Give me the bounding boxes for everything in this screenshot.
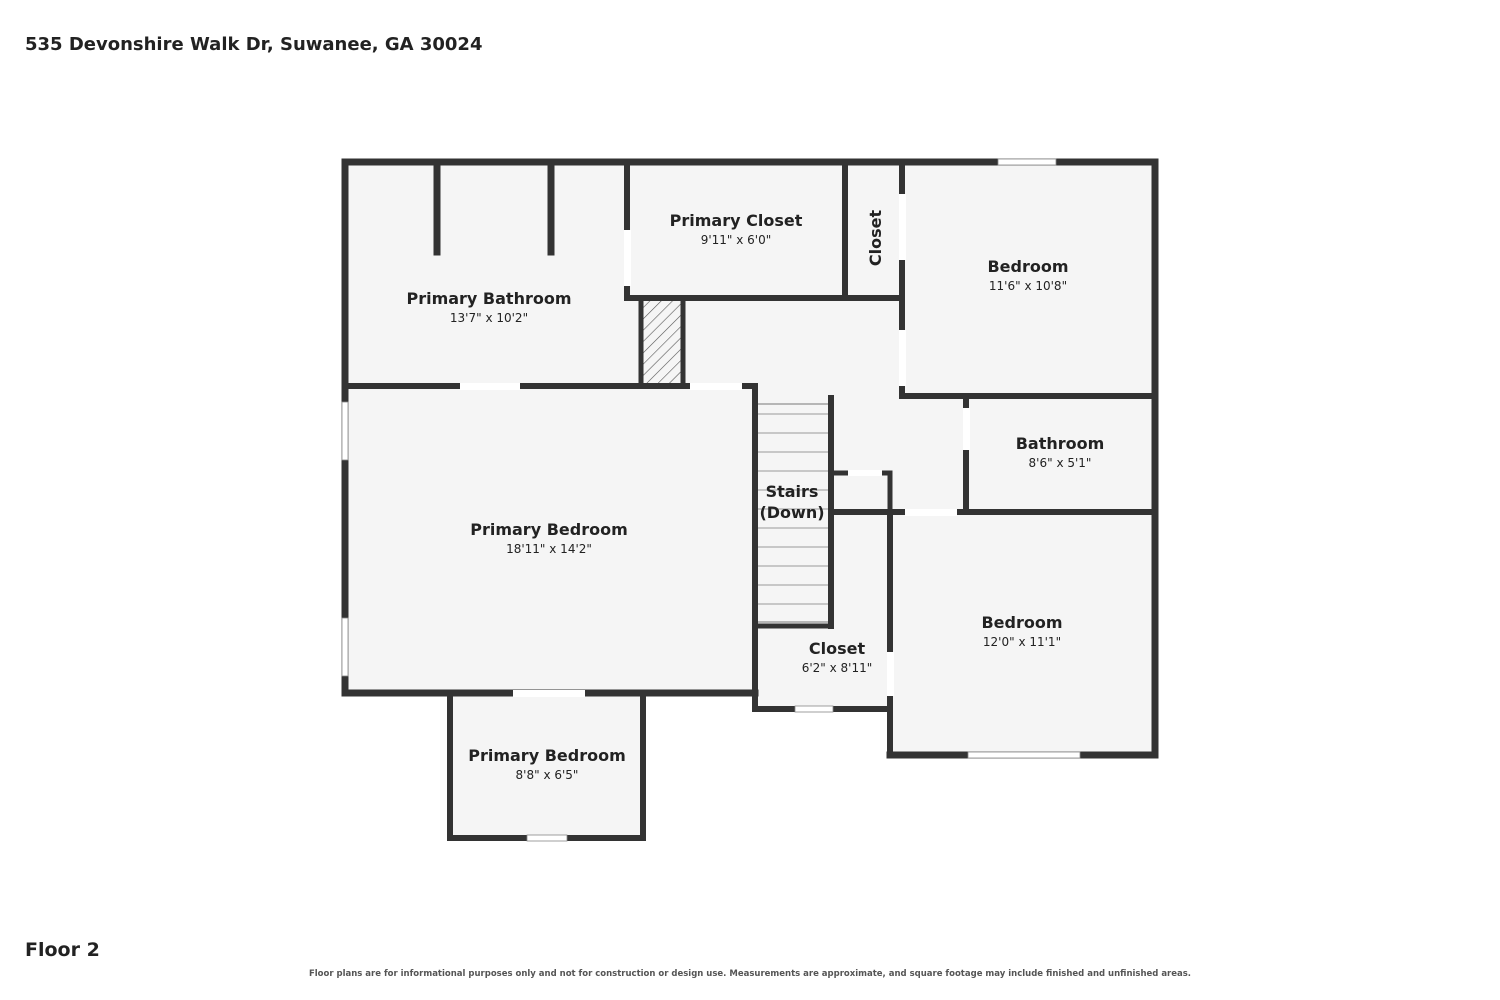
room-name: Stairs: [766, 482, 819, 501]
room-name: Primary Bathroom: [406, 289, 571, 308]
staircase: [756, 403, 832, 623]
room-labels: Primary Bathroom 13'7" x 10'2" Primary C…: [406, 210, 1104, 782]
room-dimensions: 12'0" x 11'1": [983, 635, 1061, 649]
mechanical-chase: [641, 300, 681, 384]
disclaimer-text: Floor plans are for informational purpos…: [308, 969, 1192, 979]
property-address: 535 Devonshire Walk Dr, Suwanee, GA 3002…: [25, 34, 483, 55]
room-name: Bathroom: [1016, 434, 1105, 453]
room-name-secondary: (Down): [759, 503, 824, 522]
room-dimensions: 18'11" x 14'2": [506, 542, 592, 556]
room-name: Closet: [866, 210, 885, 267]
room-name: Primary Closet: [670, 211, 803, 230]
windows-and-openings: [341, 158, 1081, 842]
room-name: Primary Bedroom: [470, 520, 628, 539]
room-name: Bedroom: [981, 613, 1062, 632]
floor-label: Floor 2: [25, 939, 100, 961]
room-name: Closet: [809, 639, 866, 658]
room-dimensions: 8'6" x 5'1": [1029, 456, 1092, 470]
room-name: Bedroom: [987, 257, 1068, 276]
room-dimensions: 8'8" x 6'5": [516, 768, 579, 782]
room-dimensions: 6'2" x 8'11": [802, 661, 873, 675]
room-name: Primary Bedroom: [468, 746, 626, 765]
walls: [341, 158, 1159, 841]
room-dimensions: 11'6" x 10'8": [989, 279, 1067, 293]
room-dimensions: 9'11" x 6'0": [701, 233, 772, 247]
room-dimensions: 13'7" x 10'2": [450, 311, 528, 325]
